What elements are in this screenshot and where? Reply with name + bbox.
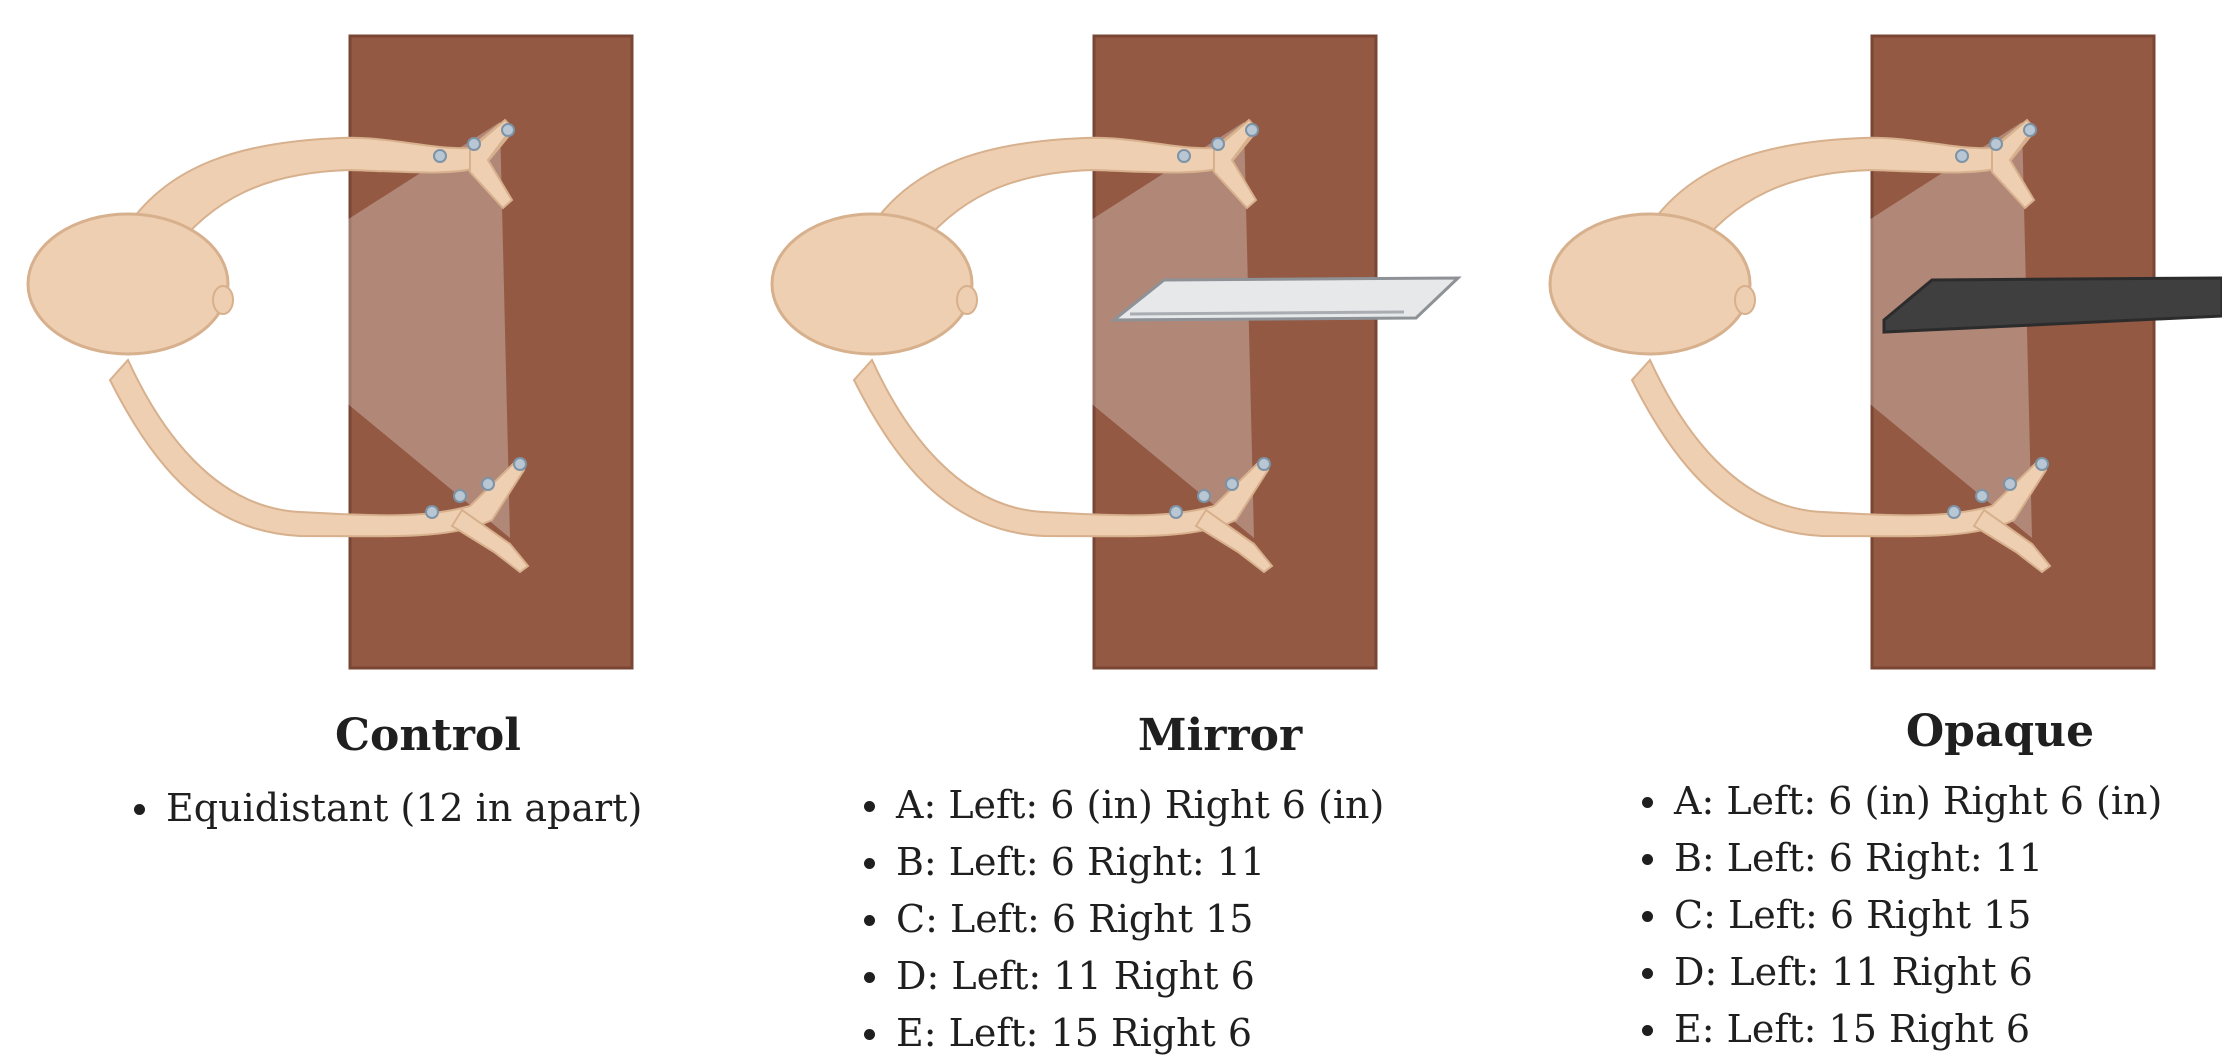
- nose: [213, 286, 233, 314]
- marker: [1198, 490, 1210, 502]
- marker: [514, 458, 526, 470]
- panel-title-control: Control: [298, 710, 558, 762]
- marker: [1178, 150, 1190, 162]
- marker: [1170, 506, 1182, 518]
- marker: [2024, 124, 2036, 136]
- marker: [1258, 458, 1270, 470]
- marker: [2036, 458, 2048, 470]
- marker: [1948, 506, 1960, 518]
- panel-list-opaque: A: Left: 6 (in) Right 6 (in) B: Left: 6 …: [1636, 773, 2162, 1058]
- nose: [957, 286, 977, 314]
- panel-title-opaque: Opaque: [1870, 706, 2130, 758]
- list-item: D: Left: 11 Right 6: [858, 948, 1384, 1005]
- head: [28, 214, 228, 354]
- marker: [502, 124, 514, 136]
- list-item: B: Left: 6 Right: 11: [1636, 830, 2162, 887]
- panel-list-mirror: A: Left: 6 (in) Right 6 (in) B: Left: 6 …: [858, 777, 1384, 1062]
- marker: [1246, 124, 1258, 136]
- list-item: D: Left: 11 Right 6: [1636, 944, 2162, 1001]
- illustration-opaque: [1550, 36, 2222, 668]
- head: [772, 214, 972, 354]
- opaque-barrier: [1884, 278, 2222, 332]
- marker: [434, 150, 446, 162]
- mirror-edge: [1130, 312, 1404, 314]
- illustration-mirror: [772, 36, 1458, 668]
- illustration-none: [28, 36, 632, 668]
- list-item: E: Left: 15 Right 6: [858, 1005, 1384, 1062]
- list-item: C: Left: 6 Right 15: [1636, 887, 2162, 944]
- list-item: A: Left: 6 (in) Right 6 (in): [858, 777, 1384, 834]
- marker: [482, 478, 494, 490]
- list-item: B: Left: 6 Right: 11: [858, 834, 1384, 891]
- list-item: Equidistant (12 in apart): [128, 780, 642, 837]
- list-item: C: Left: 6 Right 15: [858, 891, 1384, 948]
- list-item: A: Left: 6 (in) Right 6 (in): [1636, 773, 2162, 830]
- marker: [1956, 150, 1968, 162]
- list-item: E: Left: 15 Right 6: [1636, 1001, 2162, 1058]
- marker: [1990, 138, 2002, 150]
- panel-list-control: Equidistant (12 in apart): [128, 780, 642, 837]
- marker: [2004, 478, 2016, 490]
- marker: [468, 138, 480, 150]
- marker: [454, 490, 466, 502]
- marker: [1976, 490, 1988, 502]
- panel-title-mirror: Mirror: [1090, 710, 1350, 762]
- marker: [1226, 478, 1238, 490]
- nose: [1735, 286, 1755, 314]
- marker: [1212, 138, 1224, 150]
- marker: [426, 506, 438, 518]
- head: [1550, 214, 1750, 354]
